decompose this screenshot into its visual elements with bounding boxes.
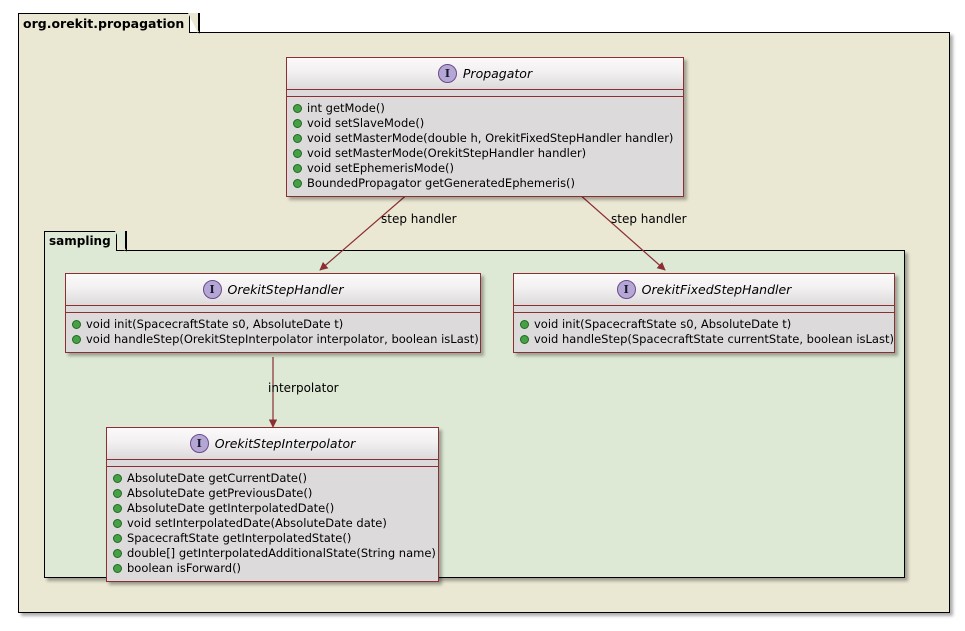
interface-icon: I — [616, 280, 636, 299]
edge-label-step-handler-right: step handler — [611, 212, 687, 226]
public-visibility-icon — [113, 504, 122, 513]
class-orekit-fixed-step-handler[interactable]: I OrekitFixedStepHandler void init(Space… — [513, 273, 895, 353]
class-orekit-step-handler-methods-compartment: void init(SpacecraftState s0, AbsoluteDa… — [66, 313, 480, 352]
interface-icon: I — [437, 64, 457, 83]
method-row: AbsoluteDate getInterpolatedDate() — [112, 501, 434, 516]
public-visibility-icon — [293, 104, 302, 113]
public-visibility-icon — [293, 164, 302, 173]
class-propagator[interactable]: I Propagator int getMode() void setSlave… — [286, 57, 684, 197]
class-orekit-step-handler-attributes-compartment — [66, 306, 480, 313]
class-orekit-fixed-step-handler-name: OrekitFixedStepHandler — [641, 282, 792, 297]
method-row: int getMode() — [292, 101, 679, 116]
method-row: void handleStep(SpacecraftState currentS… — [519, 332, 894, 347]
edge-label-interpolator: interpolator — [268, 381, 339, 395]
method-row: double[] getInterpolatedAdditionalState(… — [112, 546, 436, 561]
public-visibility-icon — [113, 564, 122, 573]
method-signature: void setMasterMode(OrekitStepHandler han… — [307, 146, 587, 160]
method-row: void setSlaveMode() — [292, 116, 679, 131]
class-orekit-step-interpolator[interactable]: I OrekitStepInterpolator AbsoluteDate ge… — [106, 427, 439, 582]
method-signature: void setMasterMode(double h, OrekitFixed… — [307, 131, 674, 145]
public-visibility-icon — [520, 320, 529, 329]
public-visibility-icon — [113, 489, 122, 498]
public-visibility-icon — [113, 519, 122, 528]
public-visibility-icon — [293, 119, 302, 128]
method-row: boolean isForward() — [112, 561, 434, 576]
method-signature: AbsoluteDate getCurrentDate() — [127, 471, 307, 485]
method-signature: boolean isForward() — [127, 561, 242, 575]
class-propagator-methods-compartment: int getMode() void setSlaveMode() void s… — [287, 97, 683, 196]
method-row: void init(SpacecraftState s0, AbsoluteDa… — [71, 317, 476, 332]
method-signature: void setEphemerisMode() — [307, 161, 454, 175]
method-row: AbsoluteDate getCurrentDate() — [112, 471, 434, 486]
method-signature: AbsoluteDate getPreviousDate() — [127, 486, 313, 500]
method-row: AbsoluteDate getPreviousDate() — [112, 486, 434, 501]
class-orekit-fixed-step-handler-methods-compartment: void init(SpacecraftState s0, AbsoluteDa… — [514, 313, 894, 352]
public-visibility-icon — [72, 335, 81, 344]
package-tab-sampling: sampling — [44, 231, 127, 252]
class-orekit-fixed-step-handler-title: I OrekitFixedStepHandler — [514, 274, 894, 306]
method-signature: AbsoluteDate getInterpolatedDate() — [127, 501, 335, 515]
public-visibility-icon — [113, 549, 122, 558]
method-signature: void handleStep(SpacecraftState currentS… — [534, 332, 894, 346]
interface-icon: I — [189, 434, 209, 453]
class-orekit-step-interpolator-attributes-compartment — [107, 460, 438, 467]
method-signature: void handleStep(OrekitStepInterpolator i… — [86, 332, 479, 346]
method-row: void handleStep(OrekitStepInterpolator i… — [71, 332, 479, 347]
class-orekit-fixed-step-handler-attributes-compartment — [514, 306, 894, 313]
method-signature: void setInterpolatedDate(AbsoluteDate da… — [127, 516, 387, 530]
public-visibility-icon — [113, 474, 122, 483]
method-signature: SpacecraftState getInterpolatedState() — [127, 531, 352, 545]
public-visibility-icon — [520, 335, 529, 344]
edge-label-step-handler-left: step handler — [381, 212, 457, 226]
class-orekit-step-handler-title: I OrekitStepHandler — [66, 274, 480, 306]
method-signature: void init(SpacecraftState s0, AbsoluteDa… — [86, 317, 344, 331]
public-visibility-icon — [72, 320, 81, 329]
public-visibility-icon — [293, 149, 302, 158]
class-orekit-step-handler-name: OrekitStepHandler — [227, 282, 344, 297]
class-orekit-step-interpolator-methods-compartment: AbsoluteDate getCurrentDate() AbsoluteDa… — [107, 467, 438, 581]
interface-icon: I — [202, 280, 222, 299]
class-propagator-title: I Propagator — [287, 58, 683, 90]
method-row: void setEphemerisMode() — [292, 161, 679, 176]
public-visibility-icon — [293, 134, 302, 143]
method-row: void setInterpolatedDate(AbsoluteDate da… — [112, 516, 434, 531]
public-visibility-icon — [293, 179, 302, 188]
method-signature: BoundedPropagator getGeneratedEphemeris(… — [307, 176, 576, 190]
method-row: void init(SpacecraftState s0, AbsoluteDa… — [519, 317, 890, 332]
method-row: SpacecraftState getInterpolatedState() — [112, 531, 434, 546]
method-signature: void setSlaveMode() — [307, 116, 425, 130]
class-orekit-step-interpolator-name: OrekitStepInterpolator — [214, 436, 356, 451]
method-signature: void init(SpacecraftState s0, AbsoluteDa… — [534, 317, 792, 331]
method-signature: double[] getInterpolatedAdditionalState(… — [127, 546, 436, 560]
method-row: void setMasterMode(OrekitStepHandler han… — [292, 146, 679, 161]
public-visibility-icon — [113, 534, 122, 543]
class-orekit-step-handler[interactable]: I OrekitStepHandler void init(Spacecraft… — [65, 273, 481, 353]
class-orekit-step-interpolator-title: I OrekitStepInterpolator — [107, 428, 438, 460]
class-propagator-name: Propagator — [462, 66, 533, 81]
method-row: BoundedPropagator getGeneratedEphemeris(… — [292, 176, 679, 191]
method-row: void setMasterMode(double h, OrekitFixed… — [292, 131, 679, 146]
method-signature: int getMode() — [307, 101, 385, 115]
class-propagator-attributes-compartment — [287, 90, 683, 97]
package-tab-org-orekit-propagation: org.orekit.propagation — [18, 13, 201, 34]
